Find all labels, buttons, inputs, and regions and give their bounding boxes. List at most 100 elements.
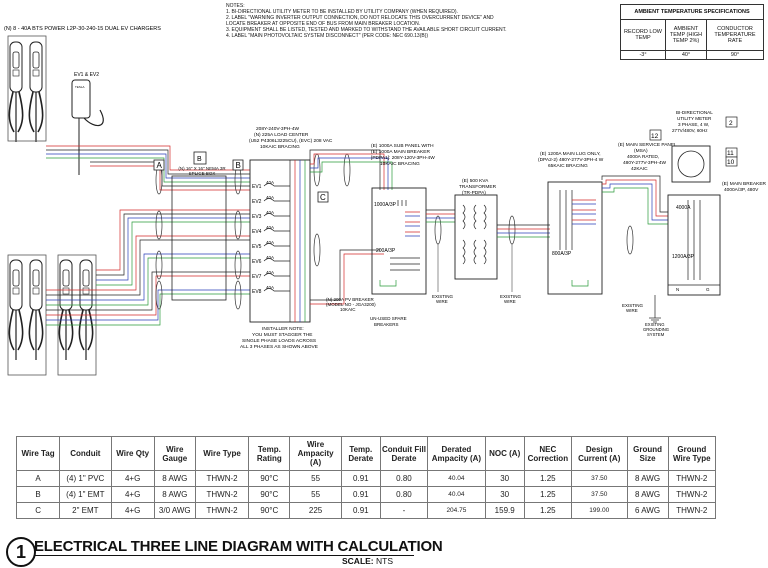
wire-table-cell: THWN-2	[667, 502, 717, 519]
wire-table-cell: 55	[289, 486, 342, 503]
ev-circuit-label: EV7	[252, 274, 262, 280]
wire-table-cell: 8 AWG	[626, 470, 669, 487]
existing-wire-label-2: EXISTING WIRE	[500, 294, 522, 304]
notes-heading: NOTES:	[226, 3, 245, 9]
drawing-number: 1	[6, 537, 36, 567]
ev-circuit: EV4 40A	[252, 225, 290, 235]
drawing-title: ELECTRICAL THREE LINE DIAGRAM WITH CALCU…	[34, 538, 443, 555]
ev-circuit-label: EV1	[252, 184, 262, 190]
splice-box	[171, 175, 227, 301]
wire-table-cell: 6 AWG	[626, 502, 669, 519]
tag-10-box	[725, 156, 738, 167]
ev-circuit: EV6 40A	[252, 255, 290, 265]
ev-circuit-label: EV4	[252, 229, 262, 235]
note-line: LOCATE BREAKER AT OPPOSITE END OF BUS FR…	[226, 21, 421, 27]
load-center-panel	[249, 159, 311, 323]
tag-12: 12	[651, 133, 659, 140]
wire-table-cell: THWN-2	[194, 470, 250, 487]
tag-b-box-2	[232, 159, 244, 171]
transformer-label: (E) 500 KVA TRANSFORMER (TR-PDPA)	[459, 178, 497, 196]
wire-table-cell: 0.80	[379, 470, 429, 487]
ev-circuit: EV2 40A	[252, 195, 290, 205]
wire-table-cell: 37.50	[571, 470, 628, 487]
scale-line: SCALE: NTS	[342, 556, 393, 566]
header-derated-ampacity: Derated Ampacity (A)	[427, 436, 486, 471]
note-line: 4. LABEL "MAIN PHOTOVOLTAIC SYSTEM DISCO…	[226, 33, 429, 39]
wire-table-cell: B	[15, 486, 61, 503]
sub-panel-label: (E) 1000A SUB PANEL WITH (E) 1000A MAIN …	[371, 143, 436, 167]
tag-c-box	[317, 191, 329, 203]
wire-table-cell: THWN-2	[667, 486, 717, 503]
wire-table-cell: 159.9	[484, 502, 525, 519]
grounding-symbol	[649, 295, 661, 323]
wire-table-cell: 40.04	[427, 470, 486, 487]
msp-internals	[668, 200, 720, 286]
transformer-coils	[462, 204, 487, 265]
ev-breaker-rating: 40A	[266, 195, 274, 200]
installer-note: INSTALLER NOTE: YOU MUST STAGGER THE SIN…	[240, 326, 318, 350]
pv-breaker-label: (N) 200A PV BREAKER (MODEL NO - JGA3200)…	[326, 297, 377, 312]
sub-panel-branch-breaker: 200A/3P	[376, 248, 396, 254]
wire-table-cell: 30	[484, 470, 525, 487]
ev-circuit-label: EV5	[252, 244, 262, 250]
chargers-label: (N) 8 - 40A BTS POWER L2P-30-240-15 DUAL…	[4, 26, 161, 32]
wire-table-cell: 0.80	[379, 486, 429, 503]
ev-breaker-symbol	[263, 213, 290, 217]
wire-table-cell: 199.00	[571, 502, 628, 519]
ambient-temperature-table: AMBIENT TEMPERATURE SPECIFICATIONS RECOR…	[620, 4, 764, 60]
charger-pedestal-top	[7, 35, 47, 142]
load-center-label: 208Y-240V-3PH-4W (N) 225A LOAD CENTER (U…	[249, 126, 334, 150]
ev-circuit-label: EV2	[252, 199, 262, 205]
title-underline	[34, 555, 414, 556]
ev-breaker-rating: 40A	[266, 255, 274, 260]
wire-table-header-row: Wire Tag Conduit Wire Qty Wire Gauge Wir…	[15, 436, 717, 471]
ev-breaker-rating: 40A	[266, 270, 274, 275]
tag-b-box	[193, 151, 207, 165]
sub-panel-breakers	[379, 200, 420, 287]
scale-label: SCALE:	[342, 556, 374, 566]
wire-table-cell: 40.04	[427, 486, 486, 503]
note-line: 1. BI-DIRECTIONAL UTILITY METER TO BE IN…	[226, 9, 458, 15]
ground-label: G	[706, 287, 710, 292]
tag-a: A	[157, 161, 163, 170]
wire-table-cell: 8 AWG	[153, 486, 196, 503]
tag-c: C	[320, 193, 326, 202]
notes-block: NOTES: 1. BI-DIRECTIONAL UTILITY METER T…	[226, 3, 526, 39]
ev-charger-wall: TESLA	[71, 79, 104, 175]
tag-2-box	[725, 116, 738, 128]
ev-breaker-symbol	[263, 228, 290, 232]
wire-table-cell: (4) 1" EMT	[59, 486, 112, 503]
wire-table-cell: (4) 1" PVC	[59, 470, 112, 487]
three-line-diagram: (N) 8 - 40A BTS POWER L2P-30-240-15 DUAL…	[4, 26, 767, 376]
header-wire-gauge: Wire Gauge	[153, 436, 196, 471]
wire-table-cell: 90°C	[248, 470, 291, 487]
ev-circuit: EV7 40A	[252, 270, 290, 280]
wire-table-cell: 4+G	[110, 486, 155, 503]
grounding-label: EXISTING GROUNDING SYSTEM	[643, 322, 670, 337]
wire-table-cell: 8 AWG	[153, 470, 196, 487]
ev-circuit-group: EV140AEV240AEV340AEV440AEV540AEV640AEV74…	[252, 180, 290, 295]
neutral-label: N	[676, 287, 679, 292]
wire-table-cell: 4+G	[110, 470, 155, 487]
transformer-to-lug-wires	[497, 224, 550, 238]
wire-table-cell: 8 AWG	[626, 486, 669, 503]
ambient-value: 90°	[706, 50, 764, 60]
wire-table-cell: THWN-2	[667, 470, 717, 487]
header-wire-type: Wire Type	[194, 436, 250, 471]
ev-circuit-label: EV6	[252, 259, 262, 265]
existing-wire-label-1: EXISTING WIRE	[432, 294, 454, 304]
header-conduit: Conduit	[59, 436, 112, 471]
ev-breaker-rating: 40A	[266, 225, 274, 230]
main-service-panel	[667, 194, 721, 296]
main-lug-label: (E) 1200A MAIN LUG ONLY, (DPA2-2) 480Y-2…	[538, 151, 605, 169]
wire-table-cell: 204.75	[427, 502, 486, 519]
ev-breaker-rating: 40A	[266, 210, 274, 215]
utility-meter-box	[671, 145, 711, 183]
wire-table-cell: 1.25	[523, 502, 573, 519]
transformer	[454, 194, 498, 280]
unused-breakers-label: UN-USED SPARE BREAKERS	[370, 316, 408, 327]
header-ground-size: Ground Size	[626, 436, 669, 471]
msp-pv-breaker: 1200A/3P	[672, 254, 695, 260]
note-line: 3. EQUIPMENT SHALL BE LISTED, TESTED AND…	[226, 27, 507, 33]
